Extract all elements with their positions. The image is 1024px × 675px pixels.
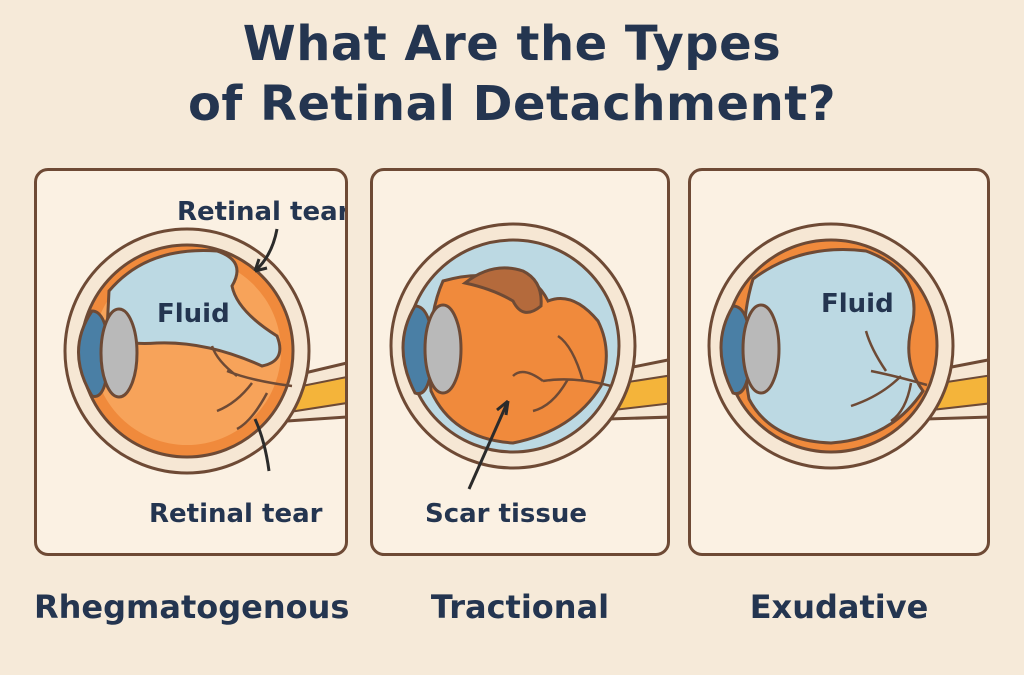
eye-diagram-exudative: [707, 222, 987, 470]
iris: [719, 304, 753, 396]
iris: [401, 304, 435, 396]
arrow-bottom: [253, 418, 271, 472]
lens: [99, 307, 139, 399]
label-fluid: Fluid: [157, 299, 230, 329]
arrow-scar: [467, 400, 510, 490]
arrow-top: [253, 228, 279, 273]
arrowhead-top: [253, 258, 268, 273]
eye-diagram-tractional: [389, 222, 667, 490]
lens: [741, 303, 781, 395]
eye-diagram-rhegmatogenous: [63, 227, 345, 475]
label-retinal-tear-top: Retinal tear: [177, 197, 348, 227]
caption-tractional: Tractional: [430, 588, 610, 626]
lens: [423, 303, 463, 395]
blood-vessels: [512, 334, 612, 413]
blood-vessels: [210, 345, 293, 431]
arrowhead-scar: [496, 399, 510, 416]
title-line-2: of Retinal Detachment?: [187, 76, 837, 132]
title-line-1: What Are the Types: [242, 16, 782, 72]
panel-rhegmatogenous: Retinal tear Fluid Retinal tear: [34, 168, 348, 556]
label-scar-tissue: Scar tissue: [425, 499, 587, 529]
panel-exudative: Fluid: [688, 168, 990, 556]
caption-rhegmatogenous: Rhegmatogenous: [34, 588, 350, 626]
panel-tractional: Scar tissue: [370, 168, 670, 556]
blood-vessels: [850, 330, 928, 423]
scar-tissue: [461, 266, 543, 314]
fluid-region: [105, 249, 282, 368]
caption-exudative: Exudative: [749, 588, 929, 626]
label-retinal-tear-bottom: Retinal tear: [149, 499, 323, 529]
page-title: What Are the Types of Retinal Detachment…: [0, 14, 1024, 134]
label-fluid: Fluid: [821, 289, 894, 319]
